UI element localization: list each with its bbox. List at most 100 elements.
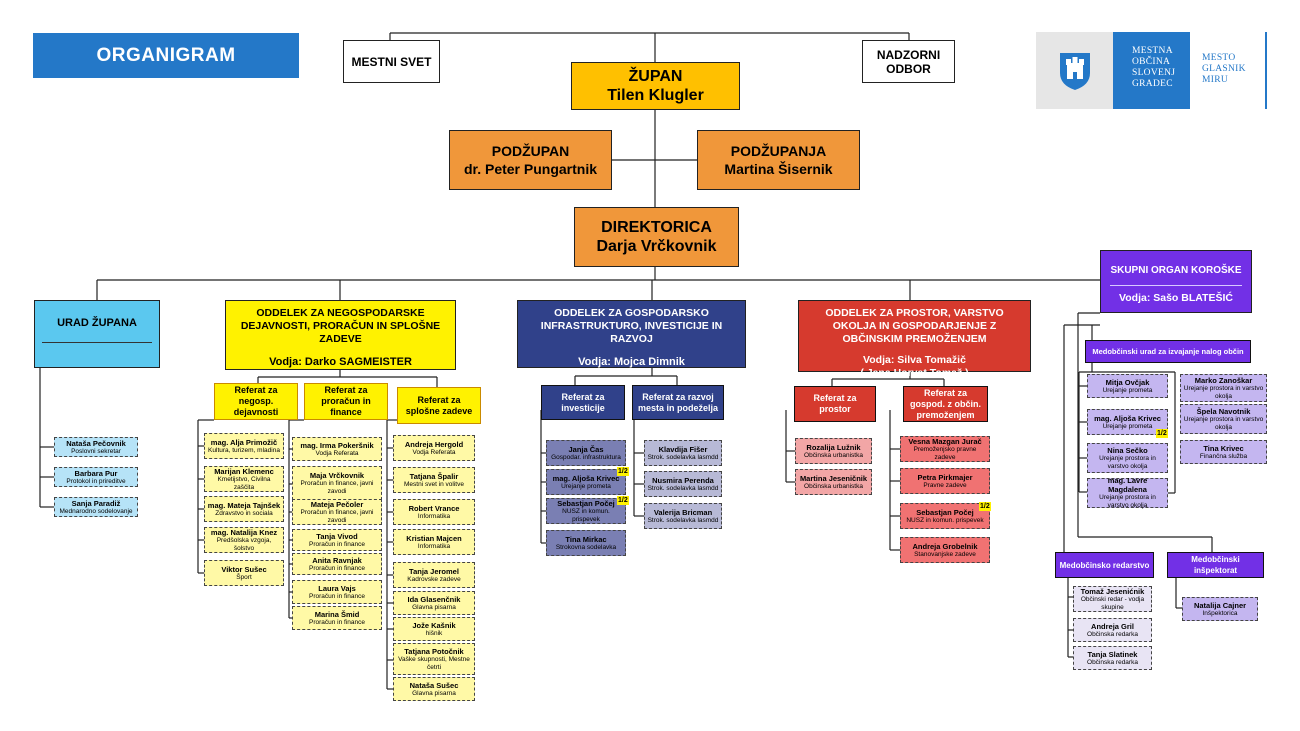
person-name: mag. Mateja Tajnšek [207,500,281,510]
direktorica-box: DIREKTORICA Darja Vrčkovnik [574,207,739,267]
half-time-badge: 1/2 [617,467,629,476]
person-role: Mednarodno sodelovanje [59,507,133,515]
person-role: Stanovanjske zadeve [914,550,976,558]
person-role: Urejanje prostora in varstvo okolja [1099,494,1156,509]
person-role: Proračun in finance [308,540,365,548]
person-role: Urejanje prometa [561,482,611,490]
mestni-svet-box: MESTNI SVET [343,40,440,83]
person-role: Strok. sodelavka lasmdd [647,516,719,524]
half-time-badge: 1/2 [979,502,991,511]
person-role: NUSZ in komun. prispevek [562,507,610,523]
person-role: Proračun in finance, javni zavodi [300,479,374,495]
person-name: Kristian Majcen [406,533,462,543]
person-name: Petra Pirkmajer [917,472,973,482]
municipality-logo: MESTNA OBČINA SLOVENJ GRADEC MESTO GLASN… [1036,32,1268,109]
person-role: NUSZ in komun. prispevek [906,516,984,524]
dept-gosp-title: ODDELEK ZA GOSPODARSKO INFRASTRUKTURO, I… [540,307,723,345]
person-role: Občinska urbanistka [804,482,863,490]
ref-splosne-zadeve-title: Referat za splošne zadeve [405,394,473,416]
person-role: Glavna pisarna [412,689,456,697]
ref-prostor-title: Referat za prostor [813,393,857,414]
person-name: mag. Alja Primožič [210,437,278,447]
ref-splosne-zadeve: Referat za splošne zadeve [397,387,481,424]
redarstvo-title: Medobčinsko redarstvo [1059,560,1150,570]
person-role: Vodja Referata [412,448,456,456]
skupni-organ-vodja: Vodja: Sašo BLATEŠIĆ [1119,292,1233,304]
person-role: Kadrovske zadeve [407,575,461,583]
inspektorat-title: Medobčinski inšpektorat [1191,555,1240,575]
logo-line-1: MESTNA [1132,46,1173,56]
person-role: Pravne zadeve [923,481,967,489]
dept-prostor-vodja: Vodja: Silva Tomažič [863,354,966,366]
dept-gosp-box: ODDELEK ZA GOSPODARSKO INFRASTRUKTURO, I… [517,300,746,368]
person-name: Viktor Sušec [221,564,267,574]
direktorica-name: Darja Vrčkovnik [596,238,717,255]
urad-zupana-title: URAD ŽUPANA [57,317,137,329]
person-name: Tanja Jeromel [409,566,459,576]
podzupanja-name: Martina Šisernik [724,161,833,177]
ref-investicije-title: Referat za investicije [561,391,605,413]
person-role: Glavna pisarna [412,603,456,611]
zupan-name: Tilen Klugler [607,87,704,104]
person-name: Jože Kašnik [412,620,456,630]
person-name: Nataša Pečovnik [66,438,126,448]
logo-motto-3: MIRU [1202,75,1229,85]
coat-of-arms-icon [1036,32,1113,109]
inspektorat-box: Medobčinski inšpektorat [1167,552,1264,578]
ref-razvoj-mesta-title: Referat za razvoj mesta in podeželja [637,391,719,413]
person-name: Tina Krivec [1203,443,1244,453]
medobcinski-urad-title: Medobčinski urad za izvajanje nalog obči… [1092,347,1244,356]
person-name: mag. Irma Pokeršnik [300,440,374,450]
logo-motto-2: GLASNIK [1202,64,1246,74]
half-time-badge: 1/2 [1156,429,1168,438]
person-name: mag. Lavre Magdalena [1107,476,1148,494]
person-role: Vaške skupnosti, Mestne četrti [398,655,470,671]
direktorica-role: DIREKTORICA [601,219,712,236]
person-name: mag. Aljoša Krivec [552,473,620,483]
person-name: Nusmira Perenda [652,475,714,485]
person-role: Gospodar. infrastruktura [551,453,621,461]
skupni-organ-divider [1110,285,1242,286]
person-name: Mateja Pečoler [310,499,364,509]
person-name: Klavdija Fišer [658,444,708,454]
person-name: Nataša Sušec [409,680,459,690]
person-name: Sanja Paradiž [71,498,121,508]
person-name: Andreja Hergold [404,439,464,449]
person-name: Tatjana Potočnik [404,646,464,656]
logo-motto-1: MESTO [1202,53,1236,63]
person-role: Urejanje prostora in varstvo okolja [1183,384,1264,400]
person-name: Rozalija Lužnik [806,442,861,452]
podzupan-role: PODŽUPAN [491,143,570,159]
person-role: Protokol in prireditve [66,477,126,485]
person-name: Janja Čas [568,444,604,454]
person-name: Tatjana Špalir [409,471,459,481]
skupni-organ-title: SKUPNI ORGAN KOROŠKE [1110,265,1242,276]
podzupanja-box: PODŽUPANJA Martina Šisernik [697,130,860,190]
person-role: Proračun in finance [308,592,365,600]
dept-gosp-vodja: Vodja: Mojca Dimnik [578,356,685,368]
person-name: Špela Navotnik [1196,406,1251,416]
person-role: Vodja Referata [315,449,359,457]
